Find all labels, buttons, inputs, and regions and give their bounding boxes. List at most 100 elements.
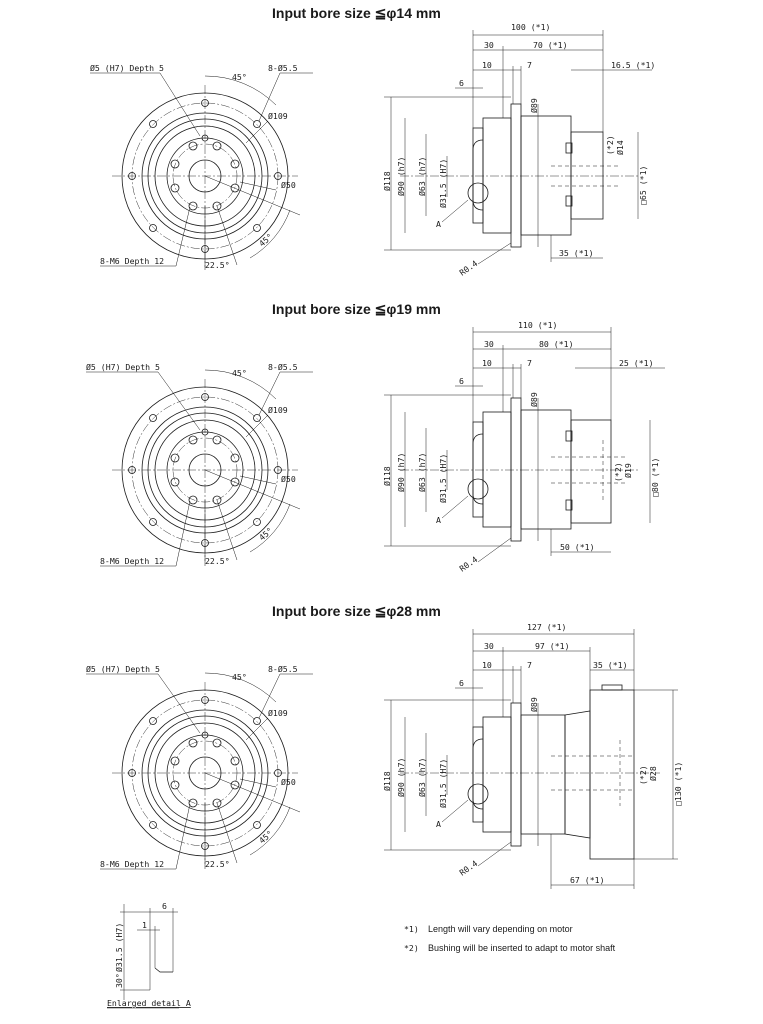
angle-top-label: 45° — [232, 72, 247, 82]
tap-holes — [170, 738, 240, 808]
motor-length-label: 25 (*1) — [619, 358, 654, 368]
detail-letter: A — [436, 819, 441, 829]
section-title: Input bore size ≦φ19 mm — [272, 301, 441, 317]
detail-letter: A — [436, 515, 441, 525]
pilot-diameter-label: Ø90 (h7) — [396, 157, 406, 196]
angle-top-label: 45° — [232, 368, 247, 378]
note-2-mark: *2) — [404, 943, 419, 953]
bottom-length-label: 50 (*1) — [560, 542, 595, 552]
pin-hole — [201, 731, 209, 739]
pcd-inner-label: Ø50 — [281, 474, 296, 484]
radius-label: R0.4 — [457, 858, 479, 878]
detail-letter: A — [436, 219, 441, 229]
tap-holes — [170, 141, 240, 211]
motor-square-label: □130 (*1) — [673, 762, 683, 806]
pcd-outer-label: Ø109 — [268, 405, 288, 415]
step0-label: 6 — [459, 78, 464, 88]
note-1-mark: *1) — [404, 924, 419, 934]
angle-bottom-label: 45° — [257, 231, 275, 248]
angle-bottom-label: 45° — [257, 525, 275, 542]
section-title: Input bore size ≦φ14 mm — [272, 5, 441, 21]
step1-label: 10 — [482, 660, 492, 670]
motor-square-label: □65 (*1) — [638, 166, 648, 205]
side-view: 100 (*1) 30 70 (*1) 10 7 16.5 (*1) 6 Ø11… — [382, 22, 655, 278]
pilot-diameter-label: Ø90 (h7) — [396, 758, 406, 797]
flange-length-label: 30 — [484, 641, 494, 651]
bushing-note: (*2) — [605, 135, 615, 155]
detail-a-marker — [467, 478, 489, 500]
shoulder-diameter-label: Ø89 — [529, 392, 539, 407]
detail-a-marker — [467, 182, 489, 204]
detail-bore-label: Ø31.5 (H7) — [114, 923, 124, 972]
detail-dim-6: 6 — [162, 901, 167, 911]
bore-diameter-label: Ø31.5 (H7) — [438, 159, 448, 208]
angle-top-label: 45° — [232, 672, 247, 682]
pcd-outer-label: Ø109 — [268, 708, 288, 718]
side-view: 127 (*1) 30 97 (*1) 10 7 35 (*1) 6 Ø118 … — [382, 622, 683, 889]
bottom-length-label: 67 (*1) — [570, 875, 605, 885]
step0-label: 6 — [459, 678, 464, 688]
pcd-inner-label: Ø50 — [281, 777, 296, 787]
tap-holes-label: 8-M6 Depth 12 — [100, 859, 164, 869]
angle-offset-label: 22.5° — [205, 556, 230, 566]
thru-holes-label: 8-Ø5.5 — [268, 362, 298, 372]
detail-dim-1: 1 — [142, 920, 147, 930]
overall-length-label: 127 (*1) — [527, 622, 566, 632]
flange-length-label: 30 — [484, 40, 494, 50]
enlarged-detail-a: 6 1 Ø31.5 (H7) 30° Enlarged detail A — [107, 901, 191, 1009]
step1-label: 10 — [482, 358, 492, 368]
pin-hole — [201, 428, 209, 436]
section-bore-28: Input bore size ≦φ28 mm — [86, 603, 683, 889]
detail-caption: Enlarged detail A — [107, 998, 191, 1008]
front-view: Ø5 (H7) Depth 5 8-Ø5.5 Ø109 Ø50 8-M6 Dep… — [86, 362, 313, 567]
body-length-label: 70 (*1) — [533, 40, 568, 50]
section-bore-14: Input bore size ≦φ14 mm — [90, 5, 655, 278]
pcd-outer-label: Ø109 — [268, 111, 288, 121]
input-bore-label: Ø19 — [623, 463, 633, 478]
outer-diameter-label: Ø118 — [382, 771, 392, 791]
radius-label: R0.4 — [457, 554, 479, 574]
bushing-note: (*2) — [613, 462, 623, 482]
shoulder-diameter-label: Ø89 — [529, 697, 539, 712]
pin-hole-label: Ø5 (H7) Depth 5 — [90, 63, 164, 73]
front-view: Ø5 (H7) Depth 5 8-Ø5.5 Ø109 Ø50 8-M6 Dep… — [90, 63, 313, 270]
angle-offset-label: 22.5° — [205, 260, 230, 270]
step0-label: 6 — [459, 376, 464, 386]
overall-length-label: 100 (*1) — [511, 22, 550, 32]
pin-hole-label: Ø5 (H7) Depth 5 — [86, 664, 160, 674]
section-title: Input bore size ≦φ28 mm — [272, 603, 441, 619]
bushing-note: (*2) — [638, 765, 648, 785]
step2-label: 7 — [527, 358, 532, 368]
motor-square-label: □80 (*1) — [650, 458, 660, 497]
step2-label: 7 — [527, 60, 532, 70]
overall-length-label: 110 (*1) — [518, 320, 557, 330]
outer-diameter-label: Ø118 — [382, 171, 392, 191]
tap-holes — [170, 435, 240, 505]
thru-holes-label: 8-Ø5.5 — [268, 664, 298, 674]
output-diameter-label: Ø63 (h7) — [417, 157, 427, 196]
flange-length-label: 30 — [484, 339, 494, 349]
motor-length-label: 35 (*1) — [593, 660, 628, 670]
angle-bottom-label: 45° — [257, 828, 275, 845]
outer-diameter-label: Ø118 — [382, 466, 392, 486]
shoulder-diameter-label: Ø89 — [529, 98, 539, 113]
note-1-text: Length will vary depending on motor — [428, 924, 573, 934]
bore-diameter-label: Ø31.5 (H7) — [438, 454, 448, 503]
front-view: Ø5 (H7) Depth 5 8-Ø5.5 Ø109 Ø50 8-M6 Dep… — [86, 664, 313, 870]
step2-label: 7 — [527, 660, 532, 670]
thru-holes-label: 8-Ø5.5 — [268, 63, 298, 73]
pilot-diameter-label: Ø90 (h7) — [396, 453, 406, 492]
step1-label: 10 — [482, 60, 492, 70]
thru-holes — [128, 393, 282, 547]
side-view: 110 (*1) 30 80 (*1) 10 7 25 (*1) 6 Ø118 … — [382, 320, 665, 574]
pin-hole-label: Ø5 (H7) Depth 5 — [86, 362, 160, 372]
radius-label: R0.4 — [457, 258, 479, 278]
section-bore-19: Input bore size ≦φ19 mm — [86, 301, 665, 574]
body-length-label: 80 (*1) — [539, 339, 574, 349]
tap-holes-label: 8-M6 Depth 12 — [100, 556, 164, 566]
thru-holes — [128, 696, 282, 850]
output-diameter-label: Ø63 (h7) — [417, 758, 427, 797]
pin-hole — [201, 134, 209, 142]
tap-holes-label: 8-M6 Depth 12 — [100, 256, 164, 266]
